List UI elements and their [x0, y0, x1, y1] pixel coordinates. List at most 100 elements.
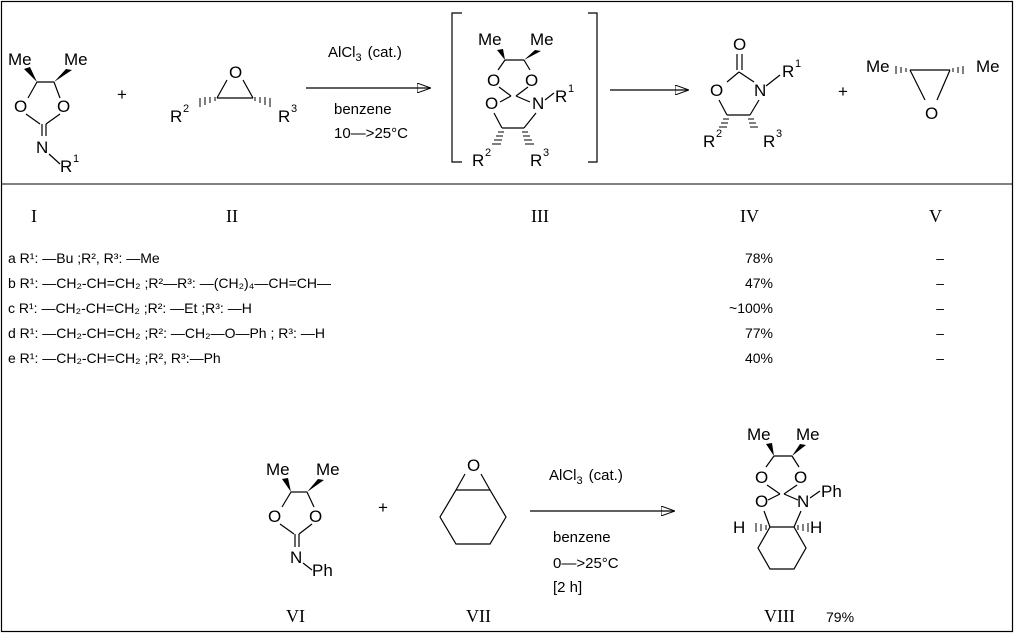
- atom-r: R: [763, 132, 775, 151]
- bond: [515, 86, 529, 97]
- atom-h: H: [810, 518, 822, 537]
- table-row-yield-v: –: [936, 325, 944, 341]
- superscript: 2: [183, 103, 189, 115]
- bond: [767, 493, 781, 501]
- solvent-label: benzene: [334, 101, 392, 118]
- compound-VIII: Me Me O O O N Ph H H: [733, 425, 842, 570]
- bond: [936, 69, 951, 101]
- atom-o: O: [229, 63, 242, 82]
- atom-me: Me: [796, 425, 820, 444]
- superscript: 1: [795, 58, 801, 70]
- wedge-bond: [54, 69, 72, 82]
- reaction1-conditions: AlCl3(cat.) benzene 10—>25°C: [306, 44, 430, 142]
- atom-r: R: [782, 62, 794, 81]
- bond: [216, 79, 228, 99]
- bond: [48, 153, 61, 165]
- bond: [793, 510, 802, 528]
- label-I: I: [31, 206, 37, 226]
- plus-sign: +: [378, 498, 388, 517]
- atom-me: Me: [316, 460, 340, 479]
- atom-me: Me: [478, 30, 502, 49]
- label-IV: IV: [740, 206, 759, 226]
- solvent-label: benzene: [553, 529, 611, 546]
- hash-bond: [748, 118, 758, 128]
- bond: [27, 81, 38, 99]
- atom-h: H: [733, 518, 745, 537]
- atom-ph: Ph: [312, 561, 333, 580]
- table-row-yield: 47%: [745, 275, 773, 291]
- atom-o: O: [309, 507, 322, 526]
- bond: [279, 523, 295, 535]
- label-VII: VII: [466, 606, 491, 626]
- bond: [809, 490, 821, 499]
- label-II: II: [226, 206, 238, 226]
- temperature-label: 10—>25°C: [334, 125, 408, 142]
- atom-o: O: [487, 71, 500, 90]
- hash-bond: [952, 66, 964, 74]
- time-label: [2 h]: [553, 579, 582, 596]
- compound-VI: Me Me O O N Ph: [266, 460, 340, 580]
- atom-r: R: [530, 151, 542, 170]
- bond: [515, 95, 531, 103]
- atom-o: O: [733, 35, 746, 54]
- bond: [281, 491, 292, 508]
- atom-n: N: [36, 138, 48, 157]
- table-row-entry: c R¹: —CH₂-CH=CH₂ ;R²: —Et ;R³: —H: [8, 300, 252, 316]
- label-VIII: VIII: [764, 606, 795, 626]
- bond: [783, 493, 799, 501]
- bond: [718, 99, 728, 116]
- table-row-yield: 77%: [745, 325, 773, 341]
- hash-bond: [492, 131, 504, 145]
- bond: [493, 112, 503, 129]
- bond: [765, 74, 781, 87]
- wedge-bond: [766, 443, 774, 456]
- superscript: 3: [776, 128, 782, 140]
- atom-o: O: [14, 97, 27, 116]
- atom-r: R: [170, 107, 182, 126]
- label-V: V: [929, 206, 942, 226]
- superscript: 3: [291, 103, 297, 115]
- atom-o: O: [467, 456, 480, 475]
- atom-o: O: [925, 104, 938, 123]
- hash-bond: [254, 97, 271, 107]
- catalyst-label: AlCl3(cat.): [328, 44, 402, 64]
- atom-o: O: [485, 94, 498, 113]
- bond: [523, 112, 537, 129]
- bond: [25, 113, 41, 125]
- table-row-yield-v: –: [936, 250, 944, 266]
- bond: [242, 79, 254, 99]
- atom-ph: Ph: [821, 482, 842, 501]
- hash-bond: [199, 97, 216, 107]
- temperature-label: 0—>25°C: [553, 555, 619, 572]
- atom-o: O: [794, 468, 807, 487]
- bond: [749, 99, 760, 116]
- bond: [791, 455, 800, 468]
- atom-o: O: [268, 507, 281, 526]
- atom-me: Me: [747, 425, 771, 444]
- atom-me: Me: [64, 50, 88, 69]
- bond: [480, 473, 491, 491]
- bond: [498, 86, 512, 97]
- atom-n: N: [290, 548, 302, 567]
- wedge-bond: [497, 49, 505, 60]
- atom-me: Me: [976, 57, 1000, 76]
- bond: [738, 71, 755, 83]
- atom-o: O: [57, 97, 70, 116]
- wedge-bond: [282, 478, 291, 492]
- atom-me: Me: [866, 57, 890, 76]
- bond: [765, 455, 775, 468]
- atom-o: O: [525, 71, 538, 90]
- bond: [45, 113, 61, 125]
- atom-r: R: [278, 107, 290, 126]
- bond: [763, 510, 771, 528]
- table-row-entry: d R¹: —CH₂-CH=CH₂ ;R²: —CH₂—O—Ph ; R³: —…: [8, 325, 325, 341]
- bond: [909, 69, 926, 101]
- wedge-bond: [524, 50, 541, 60]
- atom-o: O: [755, 468, 768, 487]
- bond: [544, 92, 555, 101]
- table-row-entry: e R¹: —CH₂-CH=CH₂ ;R², R³:—Ph: [8, 350, 221, 366]
- bracket-left: [451, 12, 462, 163]
- atom-r: R: [555, 87, 567, 106]
